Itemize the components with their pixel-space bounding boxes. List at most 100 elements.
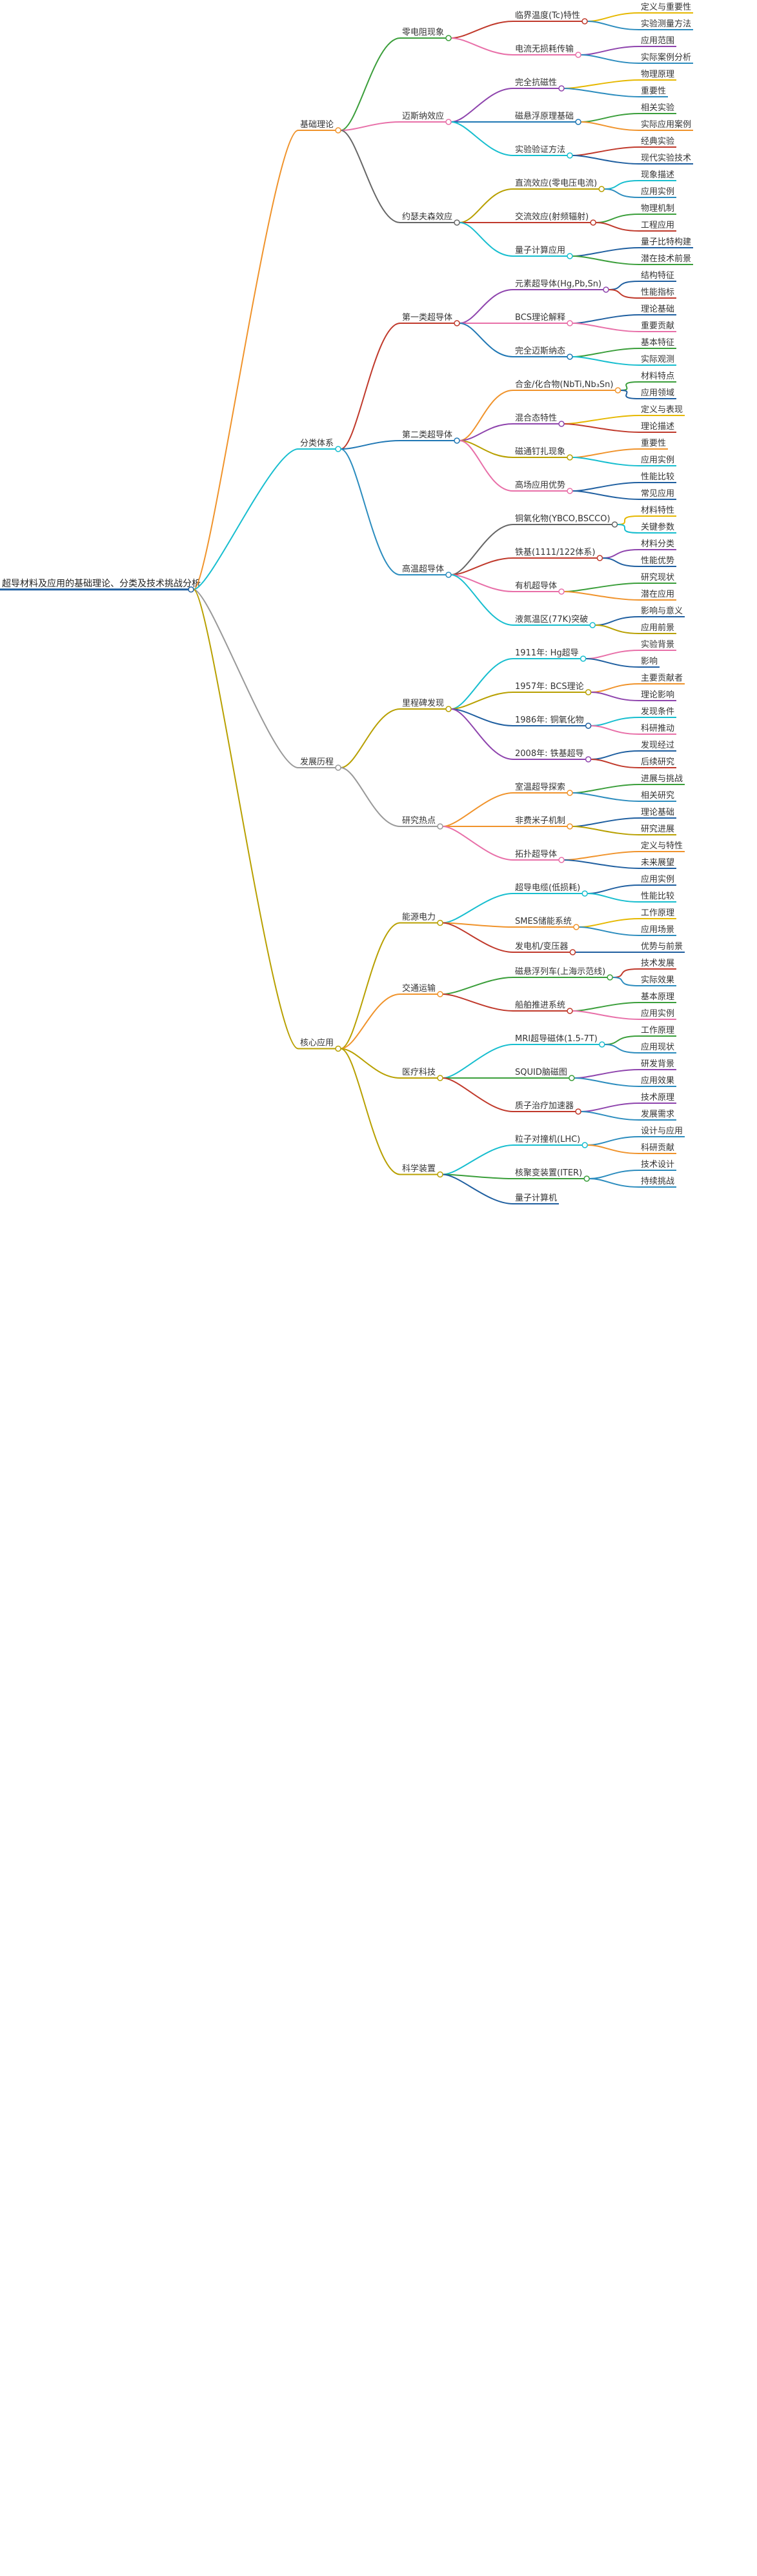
collapse-toggle-icon[interactable]	[611, 521, 618, 528]
node-label-depth-3: 发电机/变压器	[515, 941, 568, 952]
node-label-depth-4: 工作原理	[641, 1026, 674, 1035]
node-label-depth-3: 铜氧化物(YBCO,BSCCO)	[515, 514, 611, 524]
connector-edge	[572, 314, 640, 324]
node-label-depth-3: 1957年: BCS理论	[515, 682, 584, 692]
connector-edge	[572, 482, 640, 492]
collapse-toggle-icon[interactable]	[558, 85, 565, 92]
collapse-toggle-icon[interactable]	[575, 1108, 581, 1115]
connector-edge	[340, 922, 401, 1050]
collapse-toggle-icon[interactable]	[575, 119, 581, 125]
collapse-toggle-icon[interactable]	[589, 622, 596, 628]
node-label-depth-4: 关键参数	[641, 522, 674, 532]
connector-edge	[450, 88, 514, 123]
collapse-toggle-icon[interactable]	[437, 823, 443, 830]
connector-edge	[340, 130, 401, 223]
collapse-toggle-icon[interactable]	[569, 949, 576, 955]
connector-edge	[617, 515, 640, 525]
collapse-toggle-icon[interactable]	[454, 320, 460, 326]
node-label-depth-3: 铁基(1111/122体系)	[515, 548, 595, 557]
node-label-depth-4: 工作原理	[641, 908, 674, 918]
connector-edge	[572, 817, 640, 827]
collapse-toggle-icon[interactable]	[567, 454, 573, 461]
node-label-depth-4: 研究进展	[641, 824, 674, 834]
collapse-toggle-icon[interactable]	[188, 586, 194, 593]
node-label-depth-4: 应用场景	[641, 924, 674, 935]
node-label-depth-4: 后续研究	[641, 757, 674, 767]
node-label-depth-4: 应用实例	[641, 186, 674, 197]
node-label-depth-4: 未来展望	[641, 857, 674, 868]
collapse-toggle-icon[interactable]	[581, 890, 588, 897]
node-label-depth-4: 影响	[641, 656, 658, 666]
collapse-toggle-icon[interactable]	[598, 186, 605, 192]
collapse-toggle-icon[interactable]	[614, 387, 621, 394]
node-label-depth-4: 发现条件	[641, 706, 674, 717]
collapse-toggle-icon[interactable]	[558, 588, 565, 595]
node-label-depth-3: 液氮温区(77K)突破	[515, 614, 588, 624]
collapse-toggle-icon[interactable]	[569, 1075, 575, 1081]
connector-edge	[595, 616, 640, 626]
connector-edge	[604, 1035, 640, 1045]
connector-edge	[450, 574, 514, 626]
collapse-toggle-icon[interactable]	[445, 35, 452, 41]
collapse-toggle-icon[interactable]	[335, 446, 341, 452]
connector-edge	[341, 440, 401, 450]
connector-edge	[564, 851, 640, 861]
collapse-toggle-icon[interactable]	[567, 320, 573, 326]
collapse-toggle-icon[interactable]	[567, 253, 573, 259]
node-label-depth-4: 发现经过	[641, 740, 674, 750]
collapse-toggle-icon[interactable]	[445, 572, 452, 578]
collapse-toggle-icon[interactable]	[335, 1045, 341, 1052]
collapse-toggle-icon[interactable]	[581, 18, 588, 25]
connector-edge	[581, 121, 640, 131]
collapse-toggle-icon[interactable]	[335, 764, 341, 771]
collapse-toggle-icon[interactable]	[567, 488, 573, 494]
node-label-depth-3: 粒子对撞机(LHC)	[515, 1135, 580, 1144]
collapse-toggle-icon[interactable]	[585, 723, 592, 729]
collapse-toggle-icon[interactable]	[445, 119, 452, 125]
collapse-toggle-icon[interactable]	[567, 1008, 573, 1014]
node-label-depth-3: SQUID脑磁图	[515, 1068, 567, 1077]
collapse-toggle-icon[interactable]	[585, 689, 592, 695]
node-label-depth-4: 理论基础	[641, 305, 674, 314]
collapse-toggle-icon[interactable]	[437, 991, 443, 997]
node-label-depth-4: 现象描述	[641, 170, 674, 180]
node-label-depth-3: 交流效应(射频辐射)	[515, 212, 589, 222]
collapse-toggle-icon[interactable]	[437, 1075, 443, 1081]
collapse-toggle-icon[interactable]	[437, 1171, 443, 1178]
collapse-toggle-icon[interactable]	[580, 655, 587, 662]
collapse-toggle-icon[interactable]	[567, 152, 573, 159]
connector-edge	[340, 708, 401, 768]
connector-edge	[459, 423, 514, 441]
node-label-depth-4: 物理机制	[641, 204, 674, 214]
collapse-toggle-icon[interactable]	[558, 421, 565, 427]
connector-edge	[587, 21, 640, 30]
collapse-toggle-icon[interactable]	[596, 555, 603, 561]
connector-edge	[459, 323, 514, 357]
connector-edge	[581, 54, 640, 64]
node-label-depth-4: 材料特点	[641, 372, 674, 381]
collapse-toggle-icon[interactable]	[454, 437, 460, 444]
collapse-toggle-icon[interactable]	[454, 219, 460, 226]
collapse-toggle-icon[interactable]	[567, 823, 573, 830]
collapse-toggle-icon[interactable]	[567, 354, 573, 360]
collapse-toggle-icon[interactable]	[585, 756, 592, 763]
collapse-toggle-icon[interactable]	[581, 1142, 588, 1148]
collapse-toggle-icon[interactable]	[558, 857, 565, 863]
node-label-depth-3: 有机超导体	[515, 581, 557, 591]
collapse-toggle-icon[interactable]	[583, 1175, 590, 1182]
collapse-toggle-icon[interactable]	[573, 924, 580, 930]
collapse-toggle-icon[interactable]	[445, 706, 452, 712]
collapse-toggle-icon[interactable]	[567, 790, 573, 796]
connector-edge	[612, 977, 640, 986]
connector-edge	[578, 918, 640, 928]
collapse-toggle-icon[interactable]	[335, 127, 341, 134]
collapse-toggle-icon[interactable]	[599, 1041, 605, 1048]
node-label-depth-4: 科研贡献	[641, 1143, 674, 1153]
collapse-toggle-icon[interactable]	[437, 919, 443, 926]
collapse-toggle-icon[interactable]	[575, 52, 581, 58]
connector-edge	[609, 289, 640, 299]
node-label-depth-4: 重要性	[641, 438, 666, 448]
collapse-toggle-icon[interactable]	[607, 974, 613, 981]
collapse-toggle-icon[interactable]	[590, 219, 596, 226]
collapse-toggle-icon[interactable]	[603, 286, 609, 293]
